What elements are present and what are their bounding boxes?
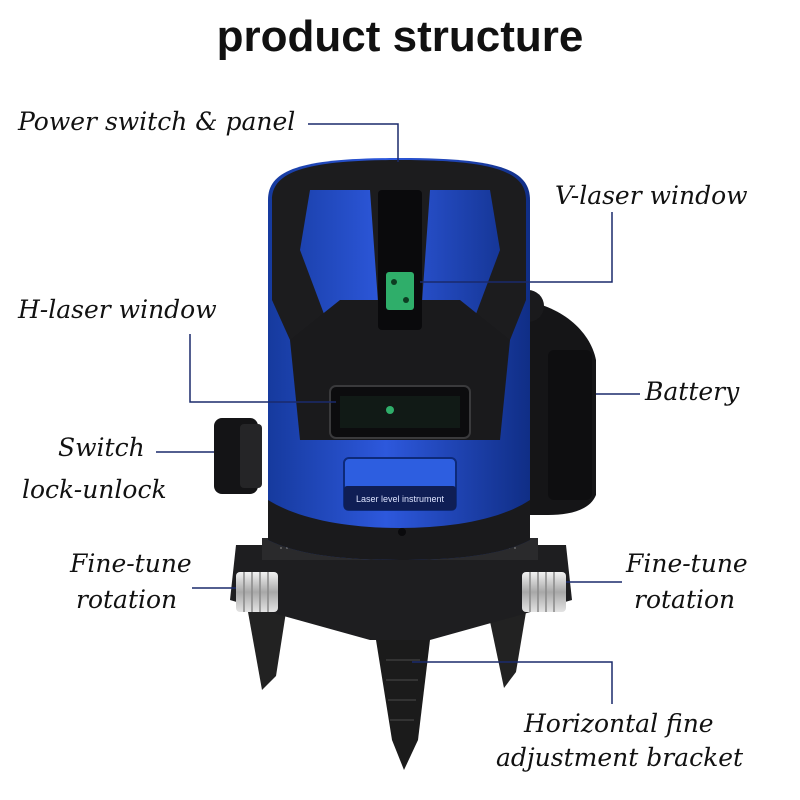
switch-lock: [214, 418, 262, 494]
label-fine-tune-right-line1: Fine-tune: [626, 549, 748, 578]
leader-bracket: [412, 661, 613, 704]
nameplate: Laser level instrument: [343, 457, 457, 511]
label-fine-tune-left-line2: rotation: [76, 585, 178, 614]
tripod-feet: [248, 612, 526, 770]
label-battery: Battery: [645, 377, 740, 406]
label-v-laser-window: V-laser window: [555, 181, 748, 210]
label-h-laser-window: H-laser window: [18, 295, 217, 324]
leader-lines: [156, 123, 640, 704]
nameplate-text: Laser level instrument: [356, 494, 445, 504]
label-bracket-line2: adjustment bracket: [496, 743, 744, 772]
fine-tune-knob-right: [522, 572, 566, 612]
page-title: product structure: [216, 12, 584, 61]
leader-power-switch: [308, 123, 399, 162]
label-switch-line1: Switch: [58, 433, 145, 462]
leader-h-laser: [189, 334, 336, 403]
label-fine-tune-right-line2: rotation: [634, 585, 736, 614]
label-power-switch: Power switch & panel: [18, 107, 296, 136]
label-switch-line2: lock-unlock: [22, 475, 167, 504]
label-fine-tune-left-line1: Fine-tune: [70, 549, 192, 578]
h-laser-window: [329, 385, 471, 439]
leader-v-laser: [420, 212, 613, 283]
fine-tune-knob-left: [236, 572, 278, 612]
label-bracket-line1: Horizontal fine: [524, 709, 714, 738]
v-laser-window: [378, 190, 422, 330]
